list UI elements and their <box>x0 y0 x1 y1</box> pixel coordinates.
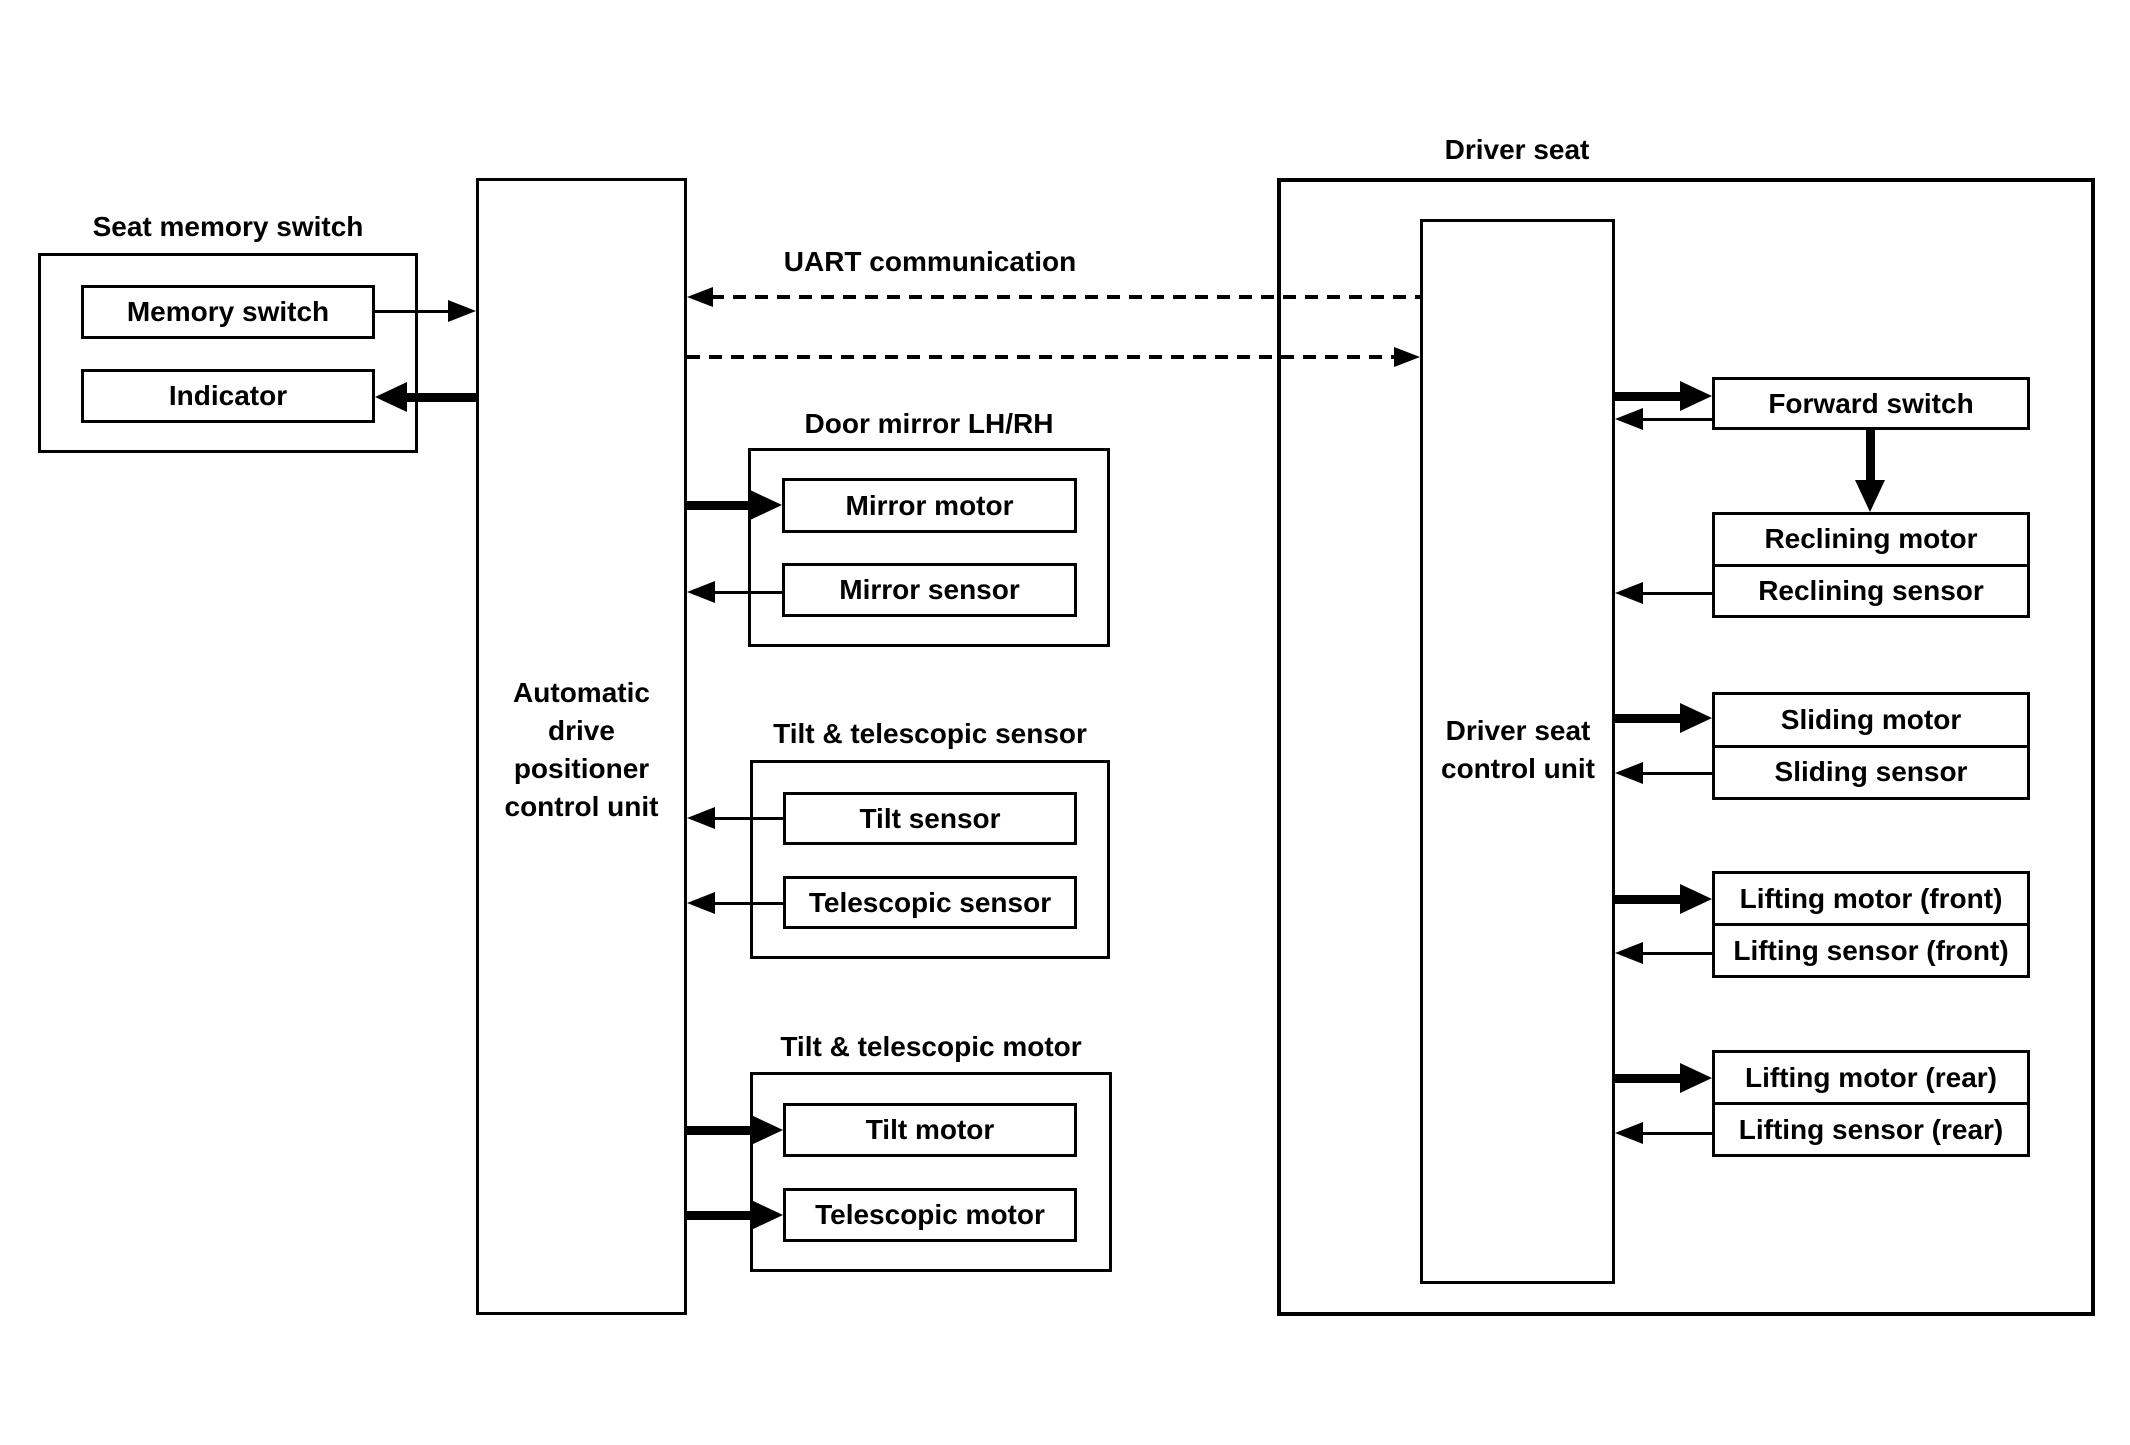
reclining-sensor-box: Reclining sensor <box>1715 567 2027 616</box>
reclining-motor-box: Reclining motor <box>1715 515 2027 567</box>
reclining-sensor-to-dscu-arrow-head <box>1615 582 1643 604</box>
uart-to-adp-dashed-arrow-head <box>687 287 713 307</box>
telescopic-motor-label: Telescopic motor <box>815 1199 1045 1230</box>
tilt-telescopic-motor-title: Tilt & telescopic motor <box>780 1031 1082 1062</box>
dscu-to-forward-switch-arrow-head <box>1680 381 1712 411</box>
telescopic-motor-box: Telescopic motor <box>783 1188 1077 1242</box>
uart-to-seat-dashed-arrow-head <box>1394 347 1420 367</box>
sliding-sensor-label: Sliding sensor <box>1774 756 1968 788</box>
memory-switch-to-adp-arrow-head <box>448 300 476 322</box>
adp-to-telescopic-motor-arrow <box>687 1210 753 1220</box>
sliding-sensor-to-dscu-arrow-head <box>1615 762 1643 784</box>
adp-to-indicator-arrow-head <box>375 382 407 412</box>
dscu-to-sliding-motor-arrow-head <box>1680 703 1712 733</box>
seat-memory-switch-title: Seat memory switch <box>92 211 364 242</box>
adp-to-telescopic-motor-arrow-head <box>751 1200 783 1230</box>
dscu-to-sliding-motor-arrow <box>1615 713 1682 723</box>
sliding-sensor-to-dscu-arrow <box>1641 771 1712 775</box>
sliding-motor-label: Sliding motor <box>1780 703 1962 735</box>
mirror-sensor-box: Mirror sensor <box>782 563 1077 617</box>
tilt-telescopic-sensor-title: Tilt & telescopic sensor <box>773 718 1087 749</box>
adp-to-mirror-motor-arrow <box>687 500 752 510</box>
lifting-rear-pair-box: Lifting motor (rear) Lifting sensor (rea… <box>1712 1050 2030 1157</box>
forward-switch-to-dscu-arrow <box>1641 417 1712 421</box>
lifting-sensor-rear-to-dscu-arrow-head <box>1615 1122 1643 1144</box>
telescopic-sensor-to-adp-arrow <box>713 901 783 905</box>
adp-to-mirror-motor-arrow-head <box>750 490 782 520</box>
dscu-to-lifting-motor-front-arrow-head <box>1680 884 1712 914</box>
telescopic-sensor-to-adp-arrow-head <box>687 892 715 914</box>
forward-switch-to-reclining-arrow <box>1865 430 1875 482</box>
forward-switch-to-reclining-arrow-head <box>1855 480 1885 512</box>
lifting-sensor-front-to-dscu-arrow <box>1641 951 1712 955</box>
forward-switch-box: Forward switch <box>1712 377 2030 430</box>
memory-switch-box: Memory switch <box>81 285 375 339</box>
adp-control-unit-label: Automatic drive positioner control unit <box>504 677 659 822</box>
adp-to-tilt-motor-arrow-head <box>751 1115 783 1145</box>
dscu-to-lifting-motor-rear-arrow-head <box>1680 1063 1712 1093</box>
reclining-motor-label: Reclining motor <box>1764 523 1978 555</box>
adp-control-unit-box <box>476 178 687 1315</box>
tilt-sensor-box: Tilt sensor <box>783 792 1077 845</box>
tilt-telescopic-sensor-group-box <box>750 760 1110 959</box>
memory-switch-label: Memory switch <box>126 296 330 327</box>
lifting-front-pair-box: Lifting motor (front) Lifting sensor (fr… <box>1712 871 2030 978</box>
driver-seat-control-unit-label: Driver seat control unit <box>1441 715 1595 784</box>
tilt-telescopic-motor-group-box <box>750 1072 1112 1272</box>
sliding-motor-box: Sliding motor <box>1715 695 2027 748</box>
lifting-motor-rear-box: Lifting motor (rear) <box>1715 1053 2027 1105</box>
adp-to-tilt-motor-arrow <box>687 1125 753 1135</box>
indicator-label: Indicator <box>168 380 288 411</box>
telescopic-sensor-label: Telescopic sensor <box>808 886 1052 918</box>
forward-switch-to-dscu-arrow-head <box>1615 408 1643 430</box>
seat-memory-switch-group-box <box>38 253 418 453</box>
mirror-sensor-to-adp-arrow <box>713 590 782 594</box>
mirror-sensor-label: Mirror sensor <box>839 574 1020 605</box>
door-mirror-title: Door mirror LH/RH <box>804 408 1054 439</box>
lifting-motor-front-label: Lifting motor (front) <box>1739 882 2003 914</box>
telescopic-sensor-box: Telescopic sensor <box>783 876 1077 929</box>
mirror-motor-label: Mirror motor <box>845 489 1014 521</box>
tilt-motor-box: Tilt motor <box>783 1103 1077 1157</box>
adp-to-indicator-arrow <box>405 392 476 402</box>
uart-communication-label: UART communication <box>783 246 1077 277</box>
lifting-sensor-rear-to-dscu-arrow <box>1641 1131 1712 1135</box>
mirror-motor-box: Mirror motor <box>782 478 1077 533</box>
dscu-to-lifting-motor-rear-arrow <box>1615 1073 1682 1083</box>
tilt-sensor-to-adp-arrow <box>713 816 783 820</box>
lifting-sensor-front-label: Lifting sensor (front) <box>1733 934 2009 966</box>
indicator-box: Indicator <box>81 369 375 423</box>
uart-to-seat-dashed-arrow <box>687 355 1396 359</box>
lifting-motor-front-box: Lifting motor (front) <box>1715 874 2027 926</box>
uart-to-adp-dashed-arrow <box>711 295 1420 299</box>
dscu-to-lifting-motor-front-arrow <box>1615 894 1682 904</box>
dscu-to-forward-switch-arrow <box>1615 391 1682 401</box>
reclining-sensor-label: Reclining sensor <box>1758 574 1984 606</box>
lifting-sensor-rear-box: Lifting sensor (rear) <box>1715 1105 2027 1154</box>
memory-switch-to-adp-arrow <box>375 309 450 313</box>
tilt-sensor-to-adp-arrow-head <box>687 807 715 829</box>
driver-seat-title: Driver seat <box>1444 134 1590 165</box>
lifting-motor-rear-label: Lifting motor (rear) <box>1745 1061 1997 1093</box>
tilt-motor-label: Tilt motor <box>865 1114 995 1145</box>
reclining-sensor-to-dscu-arrow <box>1641 591 1712 595</box>
sliding-pair-box: Sliding motor Sliding sensor <box>1712 692 2030 800</box>
forward-switch-label: Forward switch <box>1768 387 1974 419</box>
lifting-sensor-front-to-dscu-arrow-head <box>1615 942 1643 964</box>
mirror-sensor-to-adp-arrow-head <box>687 581 715 603</box>
reclining-pair-box: Reclining motor Reclining sensor <box>1712 512 2030 618</box>
tilt-sensor-label: Tilt sensor <box>859 802 1001 834</box>
lifting-sensor-front-box: Lifting sensor (front) <box>1715 926 2027 975</box>
lifting-sensor-rear-label: Lifting sensor (rear) <box>1738 1113 2004 1145</box>
driver-seat-control-unit-box <box>1420 219 1615 1284</box>
sliding-sensor-box: Sliding sensor <box>1715 748 2027 798</box>
